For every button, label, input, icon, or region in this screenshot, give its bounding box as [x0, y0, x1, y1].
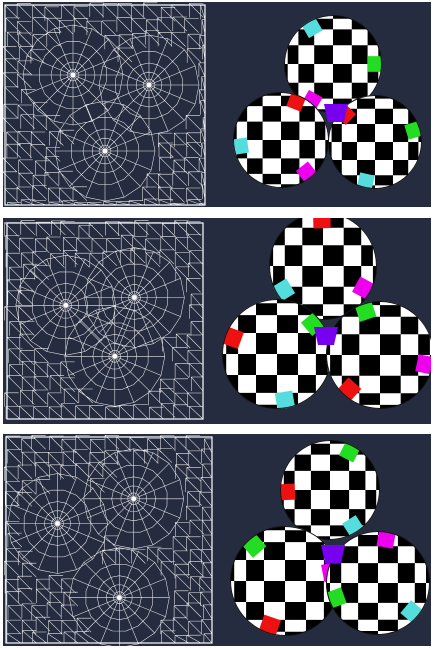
row-1-sphere-render [233, 15, 422, 189]
mesh-center-3 [112, 353, 118, 359]
seam-patch [415, 354, 431, 375]
seam-patch [233, 137, 249, 155]
sphere-outline [328, 95, 422, 189]
sphere-1 [269, 218, 377, 320]
mesh-edges [4, 435, 213, 646]
seam-patch [367, 56, 382, 72]
row-2-sphere-render [222, 218, 431, 409]
mesh-center-3 [116, 595, 122, 601]
sphere-checker [233, 92, 329, 188]
seam-patch [356, 172, 375, 189]
sphere-3 [326, 531, 430, 635]
junction-patch [321, 545, 345, 563]
row-2-canvas [3, 218, 431, 424]
sphere-checker [269, 218, 377, 320]
junction-patch [314, 327, 338, 345]
sphere-checker [222, 299, 332, 409]
sphere-outline [280, 440, 380, 540]
junction-patch [324, 104, 348, 122]
row-1-canvas [3, 2, 431, 207]
row-3-sphere-render [230, 440, 430, 636]
sphere-outline [269, 218, 377, 320]
sphere-outline [326, 301, 431, 409]
seam-patch [280, 483, 296, 501]
sphere-checker [284, 15, 382, 113]
mesh-center-1 [70, 72, 76, 78]
mesh-border [6, 222, 204, 420]
row-1-uv-mesh [3, 2, 206, 206]
mesh-border [5, 436, 213, 644]
mesh-edges [4, 220, 204, 420]
sphere-outline [326, 531, 430, 635]
mesh-center-2 [146, 82, 152, 88]
row-3-canvas [3, 434, 431, 646]
mesh-center-2 [132, 295, 137, 300]
mesh-center-3 [102, 148, 108, 154]
seam-patch [376, 531, 396, 549]
figure-row-3 [3, 434, 431, 646]
sphere-2 [233, 92, 329, 188]
mesh-center-1 [63, 302, 69, 308]
mesh-edges [3, 2, 206, 206]
sphere-1 [280, 440, 380, 540]
figure-row-1 [3, 2, 431, 207]
row-2-uv-mesh [4, 220, 204, 420]
seam-patch [313, 218, 331, 229]
sphere-2 [222, 299, 332, 409]
sphere-checker [230, 526, 340, 636]
mesh-border [4, 4, 206, 206]
mesh-center-2 [131, 496, 137, 502]
figure-row-2 [3, 218, 431, 424]
seam-patch [274, 390, 296, 409]
sphere-3 [326, 301, 431, 409]
row-3-uv-mesh [4, 435, 213, 646]
mesh-center-1 [55, 521, 60, 526]
sphere-checker [280, 440, 380, 540]
